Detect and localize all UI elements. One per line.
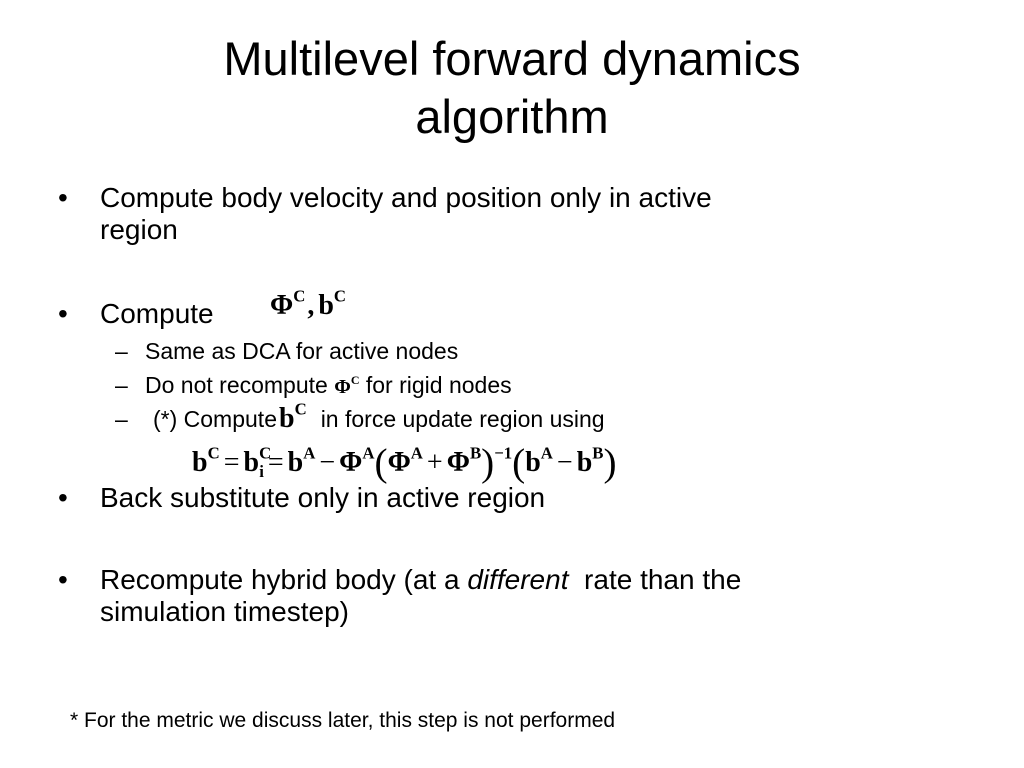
superscript-c: C xyxy=(259,443,272,463)
b-symbol: b xyxy=(287,447,304,478)
b-symbol: b xyxy=(243,447,260,478)
phi-symbol: Φ xyxy=(270,290,294,321)
phi-c-inline: ΦC xyxy=(334,373,360,398)
superscript-c: C xyxy=(207,443,220,463)
title-line-2: algorithm xyxy=(415,90,609,143)
inverse-exponent: −1 xyxy=(494,443,513,463)
sub-bullet-dash: – xyxy=(115,406,128,432)
b-symbol: b xyxy=(525,447,541,478)
sub-bullet-2-text: Do not recompute ΦC for rigid nodes xyxy=(145,371,512,401)
superscript-b: B xyxy=(469,443,482,463)
superscript-b: B xyxy=(592,443,604,463)
minus-sign: − xyxy=(556,447,573,478)
bullet-4-after: rate than the xyxy=(584,564,742,595)
superscript-a: A xyxy=(540,443,553,463)
b-symbol: b xyxy=(318,290,334,321)
b-symbol: b xyxy=(576,447,593,478)
phi-symbol: Φ xyxy=(334,376,351,398)
bullet-1-line-2: region xyxy=(100,214,178,245)
superscript-a: A xyxy=(410,443,423,463)
superscript-c: C xyxy=(294,399,307,419)
left-paren: ( xyxy=(374,441,388,485)
sub-bullet-dash: – xyxy=(115,372,128,398)
footnote: * For the metric we discuss later, this … xyxy=(70,709,616,732)
bullet-4-line-1: Recompute hybrid body (at a different ra… xyxy=(100,564,741,596)
title-line-1: Multilevel forward dynamics xyxy=(223,32,801,85)
bullet-dot: • xyxy=(58,298,68,329)
equation: bC=bCi=bA−ΦA(ΦA+ΦB)−1(bA−bB) xyxy=(192,443,617,484)
phi-symbol: Φ xyxy=(387,447,411,478)
bullet-dot: • xyxy=(58,482,68,513)
bullet-2-text: Compute xyxy=(100,298,214,329)
superscript-c: C xyxy=(333,286,347,306)
superscript-c: C xyxy=(350,373,360,387)
slide-title: Multilevel forward dynamics algorithm xyxy=(0,30,1024,146)
bullet-dot: • xyxy=(58,564,68,595)
right-paren: ) xyxy=(481,441,495,485)
phi-symbol: Φ xyxy=(446,447,470,478)
superscript-c: C xyxy=(293,286,306,306)
bullet-1-line-1: Compute body velocity and position only … xyxy=(100,182,712,213)
b-symbol: b xyxy=(278,403,295,434)
plus-sign: + xyxy=(426,447,443,478)
sub-bullet-3-after: in force update region using xyxy=(320,406,605,432)
bullet-3-text: Back substitute only in active region xyxy=(100,482,546,513)
bullet-4-italic: different xyxy=(467,564,569,595)
comma: , xyxy=(307,290,315,321)
bullet-4-text: Recompute hybrid body (at a different ra… xyxy=(100,564,741,628)
phi-c-b-c-formula: ΦC,bC xyxy=(270,288,346,322)
right-paren: ) xyxy=(603,441,617,485)
sub-bullet-2-before: Do not recompute xyxy=(145,372,328,398)
superscript-a: A xyxy=(362,443,375,463)
bullet-dot: • xyxy=(58,182,68,213)
equals-sign: = xyxy=(223,447,240,478)
subscript-i: i xyxy=(259,461,264,481)
equals-sign: = xyxy=(267,447,284,478)
phi-symbol: Φ xyxy=(339,447,363,478)
sub-bullet-dash: – xyxy=(115,338,128,364)
sub-bullet-1-text: Same as DCA for active nodes xyxy=(145,338,459,364)
bullet-1-text: Compute body velocity and position only … xyxy=(100,182,712,246)
sub-bullet-2-after: for rigid nodes xyxy=(365,372,512,398)
sub-bullet-3-before: (*) Compute xyxy=(153,406,277,432)
bullet-4-before: Recompute hybrid body (at a xyxy=(100,564,460,595)
left-paren: ( xyxy=(512,441,526,485)
minus-sign: − xyxy=(319,447,336,478)
b-symbol: b xyxy=(192,447,208,478)
bullet-4-line-2: simulation timestep) xyxy=(100,596,349,627)
superscript-a: A xyxy=(303,443,316,463)
b-c-inline: bC xyxy=(277,401,321,434)
